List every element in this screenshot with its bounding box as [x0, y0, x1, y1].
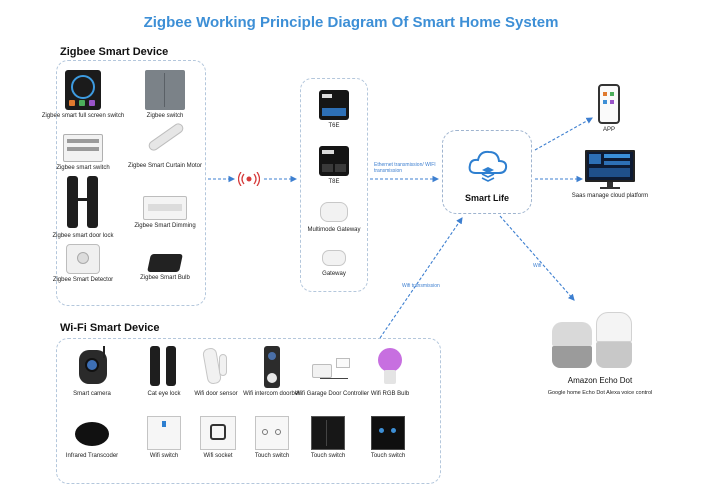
zigbee-section-label: Zigbee Smart Device: [60, 46, 169, 58]
wifi-touch-switch-dark: Touch switch: [286, 416, 370, 461]
gateway-multimode: Multimode Gateway: [289, 198, 379, 235]
touchscreen-switch-icon: [65, 70, 101, 110]
socket-icon: [200, 416, 236, 450]
wifi-smart-camera: Smart camera: [50, 346, 134, 399]
device-label: Zigbee Smart Curtain Motor: [127, 163, 203, 169]
detector-icon: [66, 244, 100, 274]
device-label: Touch switch: [310, 453, 346, 459]
smart-life-cloud: Smart Life: [442, 130, 532, 214]
device-label: Zigbee Smart Detector: [52, 277, 114, 283]
device-label: Wifi switch: [149, 453, 179, 459]
zigbee-detector: Zigbee Smart Detector: [38, 244, 128, 285]
diagram-title: Zigbee Working Principle Diagram Of Smar…: [143, 14, 559, 31]
gateway-group: [300, 78, 368, 292]
device-label: Wifi Garage Door Controller: [294, 391, 370, 397]
device-label: Zigbee smart switch: [56, 165, 110, 171]
wifi-device-group: [56, 338, 441, 484]
gateway-t8e: T8E: [289, 146, 379, 187]
saas-label: Saas manage cloud platform: [571, 193, 649, 199]
zigbee-smart-switch: Zigbee smart switch: [38, 134, 128, 173]
echo-dot-subtitle: Google home Echo Dot Alexa voice control: [547, 390, 653, 396]
gateway-label: T6E: [328, 123, 340, 129]
zigbee-bulb: Zigbee Smart Bulb: [120, 254, 210, 283]
touch-switch-icon: [255, 416, 289, 450]
gateway-label: Gateway: [322, 271, 346, 277]
zigbee-device-group: [56, 60, 206, 306]
device-label: Zigbee Smart Bulb: [140, 275, 190, 281]
cloud-stack-icon: [468, 143, 508, 187]
rgb-bulb-icon: [376, 346, 404, 388]
speaker-grey-icon: [552, 322, 592, 368]
arrow-cloud-to-echo: [499, 215, 575, 301]
ethernet-arrow-label: Ethernet transmission/ WIFI transmission: [374, 162, 436, 175]
wifi-garage-controller: Wifi Garage Door Controller: [286, 346, 378, 399]
device-label: Infrared Transcoder: [65, 453, 119, 459]
phone-icon: [598, 84, 620, 124]
doorbell-icon: [264, 346, 280, 388]
saas-target: Saas manage cloud platform: [560, 150, 660, 201]
zigbee-switch: Zigbee switch: [120, 70, 210, 121]
wall-switch-icon: [145, 70, 185, 110]
touch-switch-icon: [311, 416, 345, 450]
device-label: Wifi door sensor: [194, 391, 238, 397]
zigbee-dimming: Zigbee Smart Dimming: [120, 196, 210, 231]
gateway-label: T8E: [328, 179, 340, 185]
app-label: APP: [602, 127, 615, 133]
wifi-switch: Wifi switch: [122, 416, 206, 461]
touch-switch-icon: [371, 416, 405, 450]
touch-panel-icon: [319, 146, 349, 176]
device-label: Touch switch: [370, 453, 406, 459]
wifi-to-echo-label: Wifi: [533, 263, 542, 269]
door-sensor-icon: [201, 346, 231, 388]
zigbee-door-lock: Zigbee smart door lock: [38, 176, 128, 241]
wifi-transmission-label: Wifi transmission: [402, 283, 440, 289]
gateway-icon: [320, 198, 348, 224]
device-label: Wifi RGB Bulb: [370, 391, 410, 397]
wifi-section-label: Wi-Fi Smart Device: [60, 322, 160, 334]
dimmer-icon: [143, 196, 187, 220]
gateway-t6e: T6E: [289, 90, 379, 131]
gateway-basic: Gateway: [289, 246, 379, 279]
arrow-wifi-to-cloud: [379, 217, 463, 339]
wifi-door-sensor: Wifi door sensor: [174, 346, 258, 399]
smart-life-label: Smart Life: [464, 193, 509, 203]
door-lock-icon: [63, 176, 103, 230]
device-label: Touch switch: [254, 453, 290, 459]
wifi-touch-switch-white: Touch switch: [230, 416, 314, 461]
echo-dot-title: Amazon Echo Dot: [567, 376, 633, 385]
door-lock-icon: [147, 346, 181, 388]
device-label: Smart camera: [73, 391, 111, 397]
device-label: Zigbee Smart Dimming: [134, 223, 196, 229]
device-label: Wifi socket: [203, 453, 233, 459]
camera-icon: [73, 346, 111, 388]
wifi-rgb-bulb: Wifi RGB Bulb: [348, 346, 432, 399]
device-label: Zigbee switch: [146, 113, 184, 119]
wifi-socket: Wifi socket: [176, 416, 260, 461]
wifi-intercom-doorbell: Wifi intercom doorbell: [230, 346, 314, 399]
app-target: APP: [564, 84, 654, 135]
wifi-touch-switch-black: Touch switch: [346, 416, 430, 461]
device-label: Zigbee smart full screen switch: [41, 113, 125, 119]
gateway-label: Multimode Gateway: [307, 227, 361, 233]
device-label: Cat eye lock: [147, 391, 181, 397]
wall-switch-icon: [147, 416, 181, 450]
monitor-icon: [585, 150, 635, 190]
device-label: Zigbee smart door lock: [52, 233, 114, 239]
arrow-cloud-to-app: [534, 117, 593, 151]
speaker-white-icon: [596, 312, 632, 368]
touch-panel-icon: [319, 90, 349, 120]
garage-controller-icon: [310, 346, 354, 388]
zigbee-curtain-motor: Zigbee Smart Curtain Motor: [120, 114, 210, 171]
zigbee-full-screen-switch: Zigbee smart full screen switch: [38, 70, 128, 121]
wifi-cat-eye-lock: Cat eye lock: [122, 346, 206, 399]
zigbee-signal-icon: [237, 171, 261, 187]
smart-switch-icon: [63, 134, 103, 162]
ir-blaster-icon: [73, 416, 111, 450]
device-label: Wifi intercom doorbell: [243, 391, 301, 397]
wifi-infrared-transcoder: Infrared Transcoder: [50, 416, 134, 461]
gateway-icon: [322, 246, 346, 268]
